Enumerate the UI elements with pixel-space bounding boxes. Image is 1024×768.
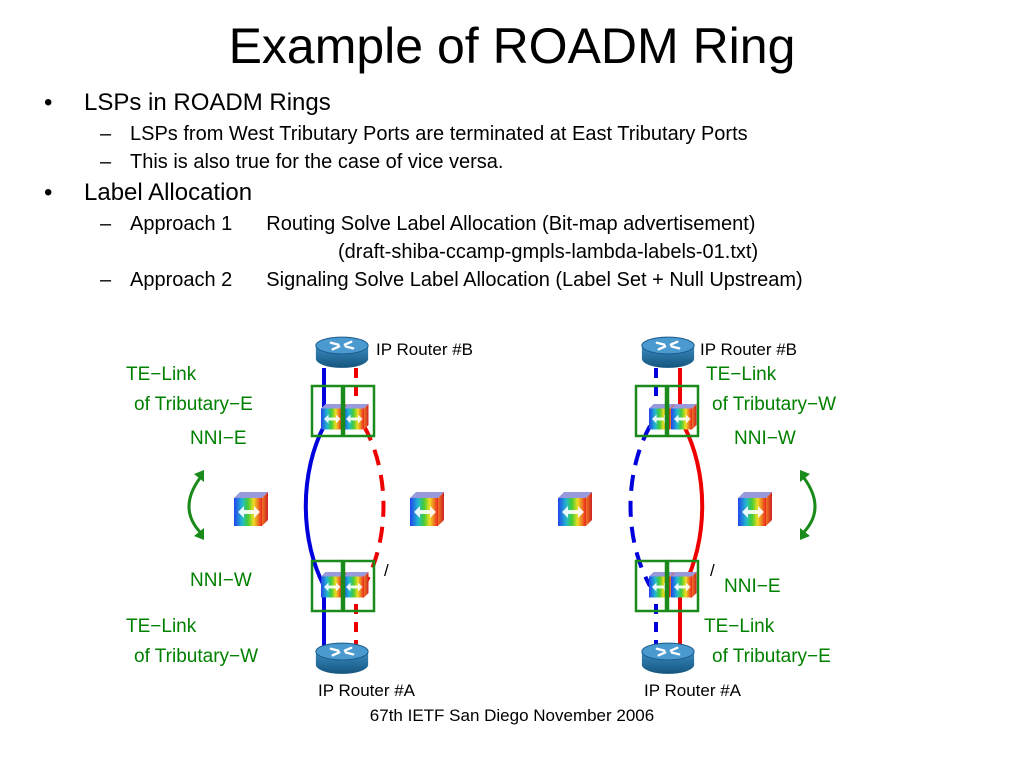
roadm-node-icon <box>234 492 268 526</box>
right-ring-red-path <box>682 425 705 587</box>
left-nni-top-label: NNI−E <box>190 428 247 449</box>
left-te-link-top-label: TE−Link <box>126 364 197 385</box>
left-mark: / <box>384 561 389 580</box>
sub-bullet-lsps-west-east: – LSPs from West Tributary Ports are ter… <box>100 123 748 145</box>
left-router-b-label: IP Router #B <box>376 340 473 359</box>
right-top-west-port-box <box>634 384 668 438</box>
left-te-link-top-sub: of Tributary−E <box>134 394 253 415</box>
roadm-node-icon <box>649 404 675 430</box>
roadm-node-icon <box>558 492 592 526</box>
roadm-node-icon <box>649 572 675 598</box>
right-te-link-bottom-sub: of Tributary−E <box>712 646 831 667</box>
right-nni-top-label: NNI−W <box>734 428 796 449</box>
left-ring: / IP Router #B IP Router #A TE−Link of T… <box>126 336 473 700</box>
sub-bullet-approach-2: – Approach 2 Signaling Solve Label Alloc… <box>100 269 803 291</box>
router-icon <box>314 642 370 676</box>
right-ring-blue-dashed-arc <box>628 425 652 587</box>
left-top-west-port-box <box>310 384 344 438</box>
left-te-link-bottom-label: TE−Link <box>126 616 197 637</box>
right-ring: / IP Router #B IP Router #A TE−Link of T… <box>558 336 836 700</box>
roadm-node-icon <box>410 492 444 526</box>
bullet-list: • LSPs in ROADM Rings – LSPs from West T… <box>44 86 803 294</box>
sub-bullet-vice-versa: – This is also true for the case of vice… <box>100 151 504 173</box>
right-te-link-top-sub: of Tributary−W <box>712 394 836 415</box>
router-icon <box>640 642 696 676</box>
left-ring-red-dashed-arc <box>362 425 386 587</box>
left-top-east-port-box <box>342 384 376 438</box>
slide-title: Example of ROADM Ring <box>228 18 796 74</box>
sub-bullet-approach-1: – Approach 1 Routing Solve Label Allocat… <box>100 213 756 235</box>
left-ring-blue-path <box>303 425 326 587</box>
bullet-lsps: • LSPs in ROADM Rings <box>44 89 331 116</box>
rotate-arrow-icon <box>800 470 817 540</box>
right-te-link-bottom-label: TE−Link <box>704 616 775 637</box>
left-router-a-label: IP Router #A <box>318 681 416 700</box>
left-te-link-bottom-sub: of Tributary−W <box>134 646 258 667</box>
right-top-east-port-box <box>666 384 700 438</box>
right-mark: / <box>710 561 715 580</box>
left-nni-bottom-label: NNI−W <box>190 570 252 591</box>
left-bottom-west-port-box <box>310 559 344 613</box>
rotate-arrow-icon <box>187 470 204 540</box>
right-router-b-label: IP Router #B <box>700 340 797 359</box>
router-icon <box>314 336 370 370</box>
roadm-node-icon <box>671 404 697 430</box>
roadm-node-icon <box>671 572 697 598</box>
roadm-node-icon <box>343 404 369 430</box>
right-bottom-east-port-box <box>666 559 700 613</box>
left-bottom-east-port-box <box>342 559 376 613</box>
bullet-label-allocation: • Label Allocation <box>44 179 253 206</box>
roadm-node-icon <box>738 492 772 526</box>
right-nni-bottom-label: NNI−E <box>724 576 781 597</box>
right-te-link-top-label: TE−Link <box>706 364 777 385</box>
right-router-a-label: IP Router #A <box>644 681 742 700</box>
slide-footer: 67th IETF San Diego November 2006 <box>369 706 655 725</box>
right-bottom-west-port-box <box>634 559 668 613</box>
sub-bullet-approach-1-draft: (draft-shiba-ccamp-gmpls-lambda-labels-0… <box>338 241 759 263</box>
roadm-node-icon <box>343 572 369 598</box>
router-icon <box>640 336 696 370</box>
